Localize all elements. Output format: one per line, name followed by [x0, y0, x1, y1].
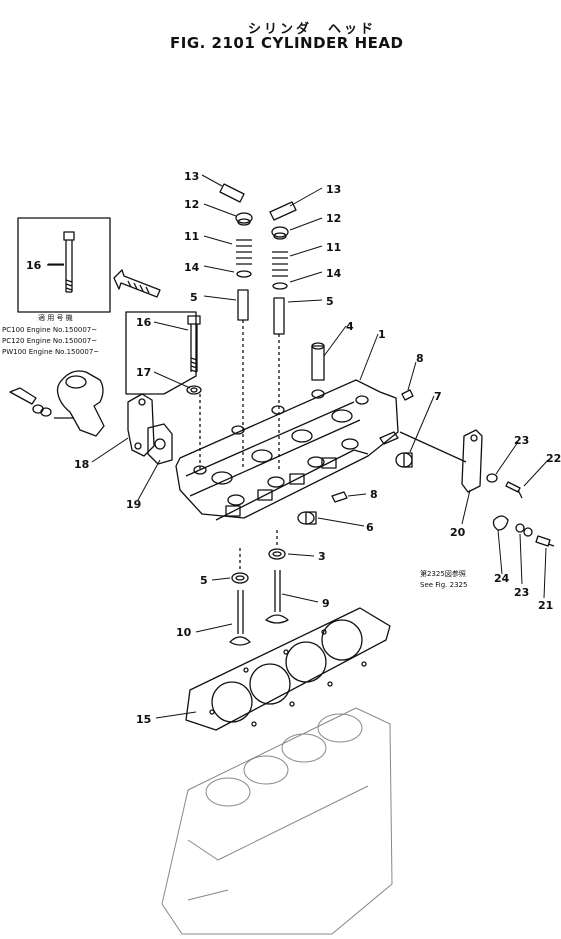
- cylinder-block: [161, 707, 393, 935]
- direction-arrow: [113, 269, 161, 298]
- applicability-row: PW100 Engine No.150007~: [2, 348, 99, 356]
- reference-note: 第2325図参照 See Fig. 2325: [420, 569, 467, 589]
- callout-label: 23: [514, 434, 529, 447]
- callout-label: 21: [538, 599, 553, 612]
- callout-label: 18: [74, 458, 89, 471]
- gasket-plate: [127, 393, 173, 465]
- inset-bolt-box: [17, 217, 111, 313]
- callout-label: 14: [326, 267, 342, 280]
- callout-label: 23: [514, 586, 529, 599]
- plugs-and-bolts: [297, 389, 467, 525]
- callout-label: 7: [434, 390, 442, 403]
- callout-label: 6: [366, 521, 374, 534]
- valve-stack-right: [269, 201, 297, 470]
- callout-label: 3: [318, 550, 326, 563]
- callout-label: 19: [126, 498, 141, 511]
- callout-label: 5: [326, 295, 334, 308]
- callout-label: 10: [176, 626, 192, 639]
- callout-label: 15: [136, 713, 151, 726]
- callout-label: 16: [26, 259, 42, 272]
- callout-label: 5: [190, 291, 198, 304]
- callout-label: 12: [184, 198, 199, 211]
- callout-label: 13: [184, 170, 199, 183]
- valves: [229, 530, 289, 646]
- callout-label: 11: [326, 241, 341, 254]
- callout-label: 5: [200, 574, 208, 587]
- reference-english: See Fig. 2325: [420, 581, 467, 589]
- valve-stack-left: [219, 183, 253, 470]
- reference-japanese: 第2325図参照: [420, 569, 466, 578]
- nozzle-holder: [311, 342, 325, 381]
- thermostat-housing: [9, 370, 105, 437]
- callout-label: 11: [184, 230, 199, 243]
- callout-label: 4: [346, 320, 354, 333]
- title-japanese: シリンダ ヘッド: [248, 22, 377, 37]
- cylinder-head: [175, 379, 399, 521]
- callout-label: 9: [322, 597, 330, 610]
- leader-lines: [48, 174, 549, 719]
- bracket-assembly: [461, 429, 555, 547]
- callout-label: 17: [136, 366, 151, 379]
- callout-label: 8: [416, 352, 424, 365]
- callout-label: 16: [136, 316, 152, 329]
- callout-label: 13: [326, 183, 341, 196]
- applicability-row: PC100 Engine No.150007~: [2, 326, 97, 334]
- callout-label: 24: [494, 572, 510, 585]
- callout-label: 22: [546, 452, 561, 465]
- callout-label: 20: [450, 526, 466, 539]
- head-gasket: [185, 607, 391, 731]
- callout-label: 1: [378, 328, 386, 341]
- bolt-washer-box: [125, 311, 202, 470]
- figure-title: FIG. 2101 CYLINDER HEAD: [170, 34, 404, 52]
- applicability-heading: 適 用 号 機: [38, 313, 73, 322]
- callout-numbers: 13 13 12 12 11 11 14 14 5 5 4 1 8 7 8 6 …: [26, 170, 561, 726]
- applicability-row: PC120 Engine No.150007~: [2, 337, 97, 345]
- callout-label: 12: [326, 212, 341, 225]
- callout-label: 8: [370, 488, 378, 501]
- applicability-note: 適 用 号 機 PC100 Engine No.150007~ PC120 En…: [2, 313, 99, 356]
- callout-label: 14: [184, 261, 200, 274]
